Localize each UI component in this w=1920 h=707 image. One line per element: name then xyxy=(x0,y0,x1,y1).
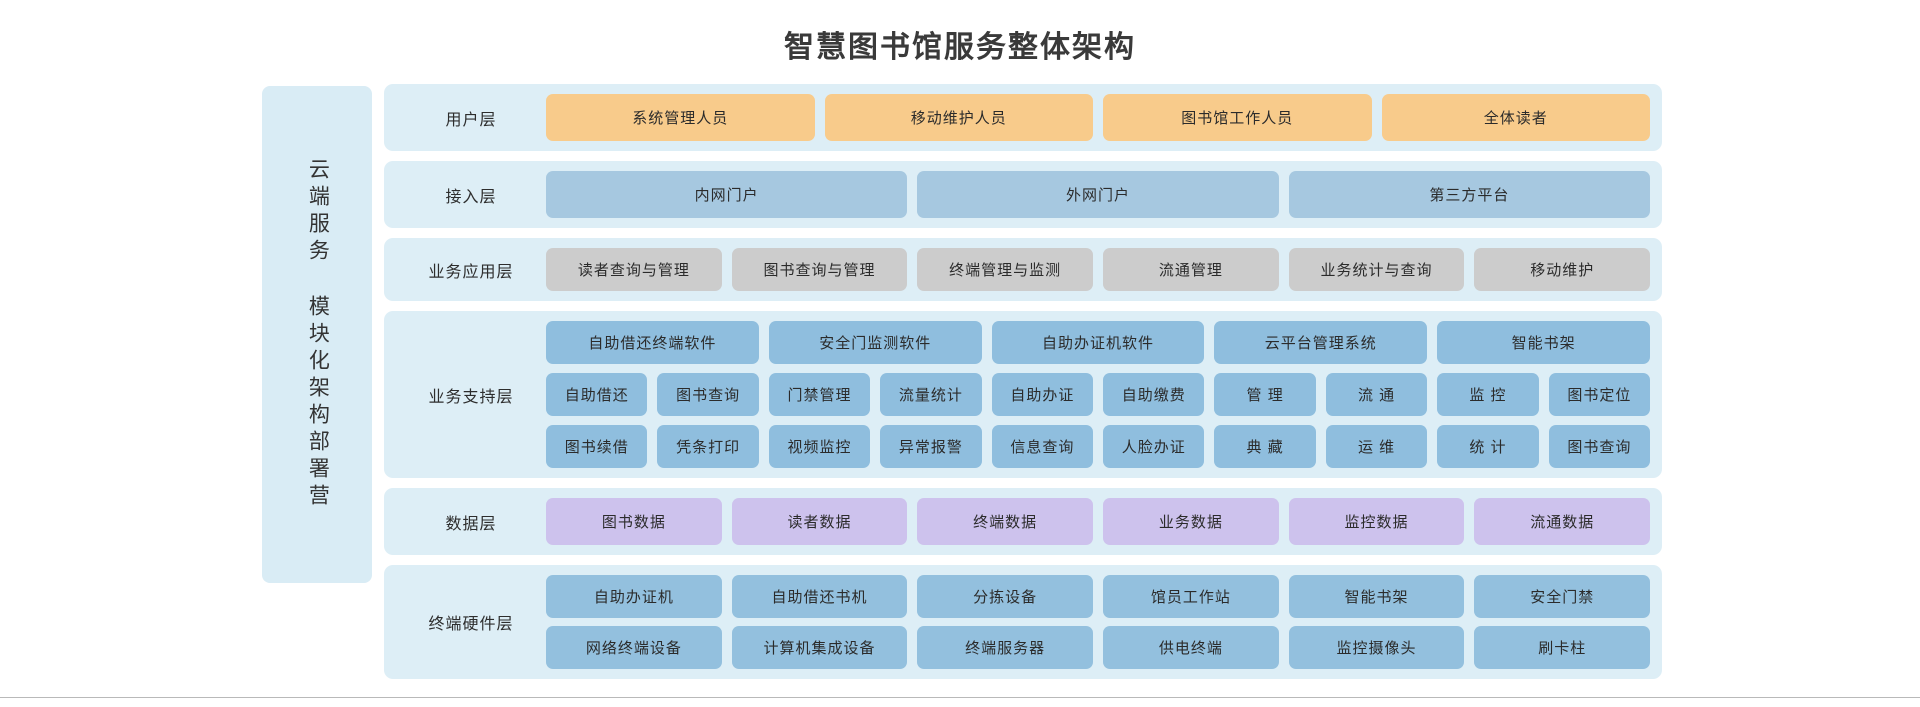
node-box[interactable]: 监 控 xyxy=(1437,373,1539,416)
node-row: 自助借还终端软件安全门监测软件自助办证机软件云平台管理系统智能书架 xyxy=(546,321,1650,364)
node-box[interactable]: 业务数据 xyxy=(1103,498,1279,545)
page-title: 智慧图书馆服务整体架构 xyxy=(784,31,1136,64)
layer-name-label: 终端硬件层 xyxy=(428,616,514,633)
node-box[interactable]: 终端数据 xyxy=(917,498,1094,545)
node-box[interactable]: 读者查询与管理 xyxy=(546,248,722,291)
node-box[interactable]: 流 通 xyxy=(1325,373,1428,416)
node-row: 网络终端设备计算机集成设备终端服务器供电终端监控摄像头刷卡柱 xyxy=(546,626,1651,669)
node-box[interactable]: 安全门禁 xyxy=(1474,575,1651,618)
layer-row: 终端硬件层自助办证机自助借还书机分拣设备馆员工作站智能书架安全门禁网络终端设备计… xyxy=(384,565,1662,679)
architecture-diagram: 云端服务 模块化架构部署营 用户层 系统管理人员移动维护人员图书馆工作人员全体读者… xyxy=(0,84,1920,684)
layer-stack: 用户层 系统管理人员移动维护人员图书馆工作人员全体读者接入层 内网门户外网门户第三方… xyxy=(384,84,1662,684)
layer-row: 用户层 系统管理人员移动维护人员图书馆工作人员全体读者 xyxy=(384,84,1662,151)
node-box[interactable]: 流量统计 xyxy=(880,373,982,416)
layer-row: 业务应用层 读者查询与管理图书查询与管理终端管理与监测流通管理业务统计与查询移动维… xyxy=(384,238,1662,301)
node-box[interactable]: 计算机集成设备 xyxy=(731,626,908,669)
layer-name-label: 业务支持层 xyxy=(428,388,514,406)
layer-body: 自助办证机自助借还书机分拣设备馆员工作站智能书架安全门禁网络终端设备计算机集成设… xyxy=(546,575,1651,669)
node-box[interactable]: 流通管理 xyxy=(1103,248,1279,291)
node-box[interactable]: 读者数据 xyxy=(731,498,908,545)
node-box[interactable]: 终端服务器 xyxy=(917,626,1094,669)
layer-row: 数据层 图书数据读者数据终端数据业务数据监控数据流通数据 xyxy=(384,488,1662,555)
node-box[interactable]: 流通数据 xyxy=(1474,498,1651,545)
node-box[interactable]: 管 理 xyxy=(1214,373,1316,416)
node-box[interactable]: 外网门户 xyxy=(917,171,1279,218)
node-box[interactable]: 智能书架 xyxy=(1437,321,1650,364)
node-box[interactable]: 运 维 xyxy=(1325,425,1428,468)
cloud-service-band-label: 云端服务 模块化架构部署营 xyxy=(306,158,330,511)
node-box[interactable]: 全体读者 xyxy=(1381,94,1650,141)
node-row: 自助借还图书查询门禁管理流量统计自助办证自助缴费管 理流 通监 控图书定位 xyxy=(546,373,1651,416)
node-box[interactable]: 自助借还书机 xyxy=(731,575,908,618)
node-box[interactable]: 终端管理与监测 xyxy=(917,248,1094,291)
node-box[interactable]: 监控摄像头 xyxy=(1288,626,1465,669)
node-box[interactable]: 分拣设备 xyxy=(917,575,1094,618)
node-box[interactable]: 自助办证 xyxy=(991,373,1094,416)
node-box[interactable]: 人脸办证 xyxy=(1103,425,1205,468)
layer-name-label: 数据层 xyxy=(445,515,497,533)
node-box[interactable]: 图书查询与管理 xyxy=(731,248,908,291)
layer-row: 接入层 内网门户外网门户第三方平台 xyxy=(384,161,1662,228)
node-box[interactable]: 图书续借 xyxy=(546,425,648,468)
node-box[interactable]: 自助缴费 xyxy=(1103,373,1205,416)
node-box[interactable]: 馆员工作站 xyxy=(1103,575,1279,618)
node-box[interactable]: 云平台管理系统 xyxy=(1214,321,1428,364)
node-box[interactable]: 第三方平台 xyxy=(1288,171,1650,218)
node-box[interactable]: 移动维护 xyxy=(1474,248,1651,291)
node-box[interactable]: 视频监控 xyxy=(768,425,871,468)
node-box[interactable]: 图书馆工作人员 xyxy=(1103,94,1372,141)
node-box[interactable]: 移动维护人员 xyxy=(824,94,1093,141)
cloud-service-band: 云端服务 模块化架构部署营 xyxy=(262,86,372,583)
bottom-divider xyxy=(0,697,1920,698)
node-box[interactable]: 门禁管理 xyxy=(768,373,871,416)
node-row: 内网门户外网门户第三方平台 xyxy=(546,171,1650,218)
node-box[interactable]: 业务统计与查询 xyxy=(1288,248,1465,291)
node-box[interactable]: 监控数据 xyxy=(1288,498,1465,545)
node-box[interactable]: 系统管理人员 xyxy=(546,94,815,141)
node-box[interactable]: 供电终端 xyxy=(1103,626,1279,669)
node-box[interactable]: 图书定位 xyxy=(1548,373,1651,416)
node-row: 系统管理人员移动维护人员图书馆工作人员全体读者 xyxy=(546,94,1650,141)
node-box[interactable]: 网络终端设备 xyxy=(546,626,722,669)
node-box[interactable]: 自助办证机软件 xyxy=(991,321,1205,364)
node-box[interactable]: 自助借还终端软件 xyxy=(546,321,759,364)
layer-body: 读者查询与管理图书查询与管理终端管理与监测流通管理业务统计与查询移动维护 xyxy=(546,248,1651,291)
node-row: 图书数据读者数据终端数据业务数据监控数据流通数据 xyxy=(546,498,1651,545)
layer-body: 自助借还终端软件安全门监测软件自助办证机软件云平台管理系统智能书架自助借还图书查… xyxy=(546,321,1651,468)
layer-name-label: 用户层 xyxy=(445,111,497,129)
node-row: 图书续借凭条打印视频监控异常报警信息查询人脸办证典 藏运 维统 计图书查询 xyxy=(546,425,1651,468)
layer-body: 系统管理人员移动维护人员图书馆工作人员全体读者 xyxy=(546,94,1650,141)
node-box[interactable]: 安全门监测软件 xyxy=(768,321,982,364)
node-box[interactable]: 图书查询 xyxy=(657,373,759,416)
layer-row: 业务支持层自助借还终端软件安全门监测软件自助办证机软件云平台管理系统智能书架自助… xyxy=(384,311,1662,478)
node-box[interactable]: 自助办证机 xyxy=(546,575,722,618)
layer-name-label: 业务应用层 xyxy=(428,263,514,281)
node-box[interactable]: 刷卡柱 xyxy=(1474,626,1651,669)
node-box[interactable]: 信息查询 xyxy=(991,425,1094,468)
node-box[interactable]: 内网门户 xyxy=(546,171,908,218)
node-box[interactable]: 凭条打印 xyxy=(657,425,759,468)
node-box[interactable]: 统 计 xyxy=(1437,425,1539,468)
node-box[interactable]: 图书查询 xyxy=(1548,425,1651,468)
node-box[interactable]: 智能书架 xyxy=(1288,575,1465,618)
node-box[interactable]: 图书数据 xyxy=(546,498,722,545)
layer-body: 图书数据读者数据终端数据业务数据监控数据流通数据 xyxy=(546,498,1651,545)
node-box[interactable]: 典 藏 xyxy=(1214,425,1316,468)
layer-name-label: 接入层 xyxy=(445,188,497,206)
layer-body: 内网门户外网门户第三方平台 xyxy=(546,171,1650,218)
node-box[interactable]: 异常报警 xyxy=(880,425,982,468)
node-box[interactable]: 自助借还 xyxy=(546,373,648,416)
node-row: 读者查询与管理图书查询与管理终端管理与监测流通管理业务统计与查询移动维护 xyxy=(546,248,1651,291)
node-row: 自助办证机自助借还书机分拣设备馆员工作站智能书架安全门禁 xyxy=(546,575,1651,618)
